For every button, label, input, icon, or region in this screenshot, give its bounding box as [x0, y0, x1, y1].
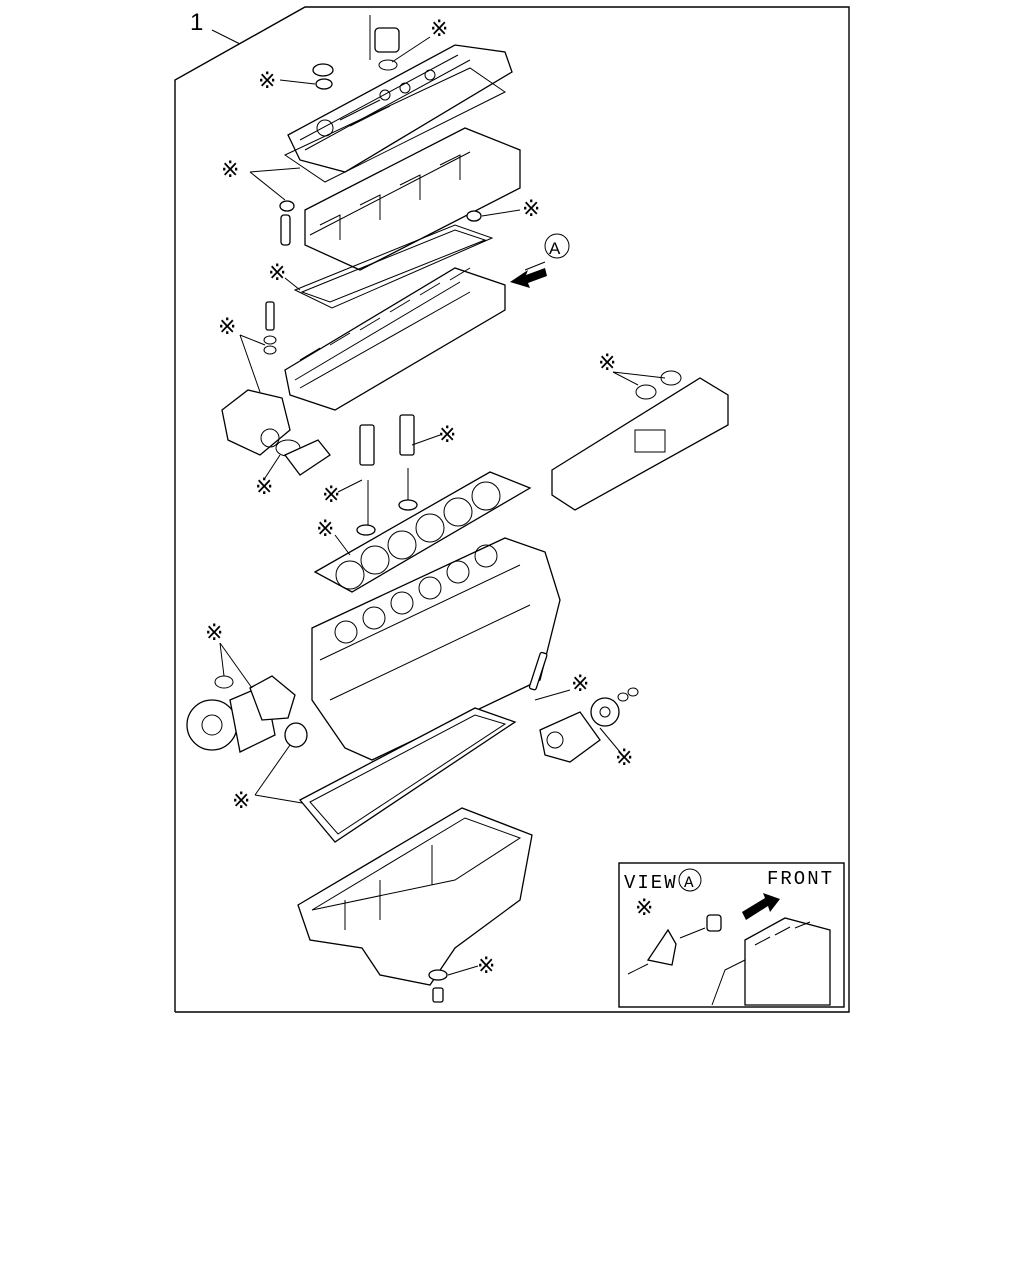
seal-ring	[279, 200, 295, 246]
inset-view-letter: A	[684, 874, 694, 892]
water-pump-left	[186, 675, 296, 753]
kit-marker: ※	[477, 954, 495, 979]
injector	[263, 301, 277, 355]
plug-seal	[466, 210, 482, 222]
kit-marker: ※	[316, 517, 334, 542]
kit-marker: ※	[255, 475, 273, 500]
exhaust-valve-assembly	[398, 414, 418, 511]
front-oil-seal	[284, 722, 308, 748]
leader-lines	[219, 36, 666, 976]
diagram-frame	[174, 6, 850, 1013]
kit-marker: ※	[218, 315, 236, 340]
inset-front-label: FRONT	[767, 868, 834, 890]
oil-pump	[539, 697, 620, 763]
kit-marker: ※	[232, 789, 250, 814]
valve-cover-gasket	[283, 67, 506, 183]
cylinder-head	[284, 267, 506, 411]
cylinder-head-gasket	[313, 471, 532, 593]
small-seals	[617, 687, 639, 702]
view-marker-letter: A	[549, 239, 561, 258]
thermostat-housing	[221, 389, 331, 476]
drain-plug	[428, 969, 448, 1003]
kit-marker: ※	[258, 69, 276, 94]
kit-markers: ※ ※ ※ ※ ※ ※ ※ ※ ※ ※ ※ ※ ※ ※ ※ ※ ※	[205, 17, 653, 979]
kit-marker: ※	[268, 261, 286, 286]
valve-cover	[287, 44, 513, 173]
kit-marker: ※	[430, 17, 448, 42]
kit-marker: ※	[221, 158, 239, 183]
inset-view-label: VIEW	[624, 872, 678, 894]
kit-marker: ※	[522, 197, 540, 222]
intake-valve-assembly	[356, 424, 376, 536]
oil-filler-cap	[312, 63, 334, 90]
kit-marker: ※	[438, 423, 456, 448]
view-direction-arrow: A	[510, 233, 570, 288]
kit-marker: ※	[598, 351, 616, 376]
breather-valve	[369, 15, 400, 71]
callout-number: 1	[190, 9, 203, 36]
oil-level-sensor	[528, 651, 548, 691]
camshaft-carrier	[304, 127, 521, 271]
intake-manifold	[551, 370, 729, 511]
oil-pan-gasket	[298, 707, 517, 843]
kit-marker: ※	[635, 896, 653, 921]
view-a-inset: VIEW A FRONT	[618, 862, 845, 1008]
kit-marker: ※	[615, 746, 633, 771]
cam-carrier-gasket	[293, 224, 494, 309]
oil-pan	[297, 807, 533, 986]
cylinder-block	[311, 537, 561, 761]
front-arrow	[742, 893, 780, 920]
kit-marker: ※	[571, 672, 589, 697]
kit-marker: ※	[322, 483, 340, 508]
kit-marker: ※	[205, 621, 223, 646]
